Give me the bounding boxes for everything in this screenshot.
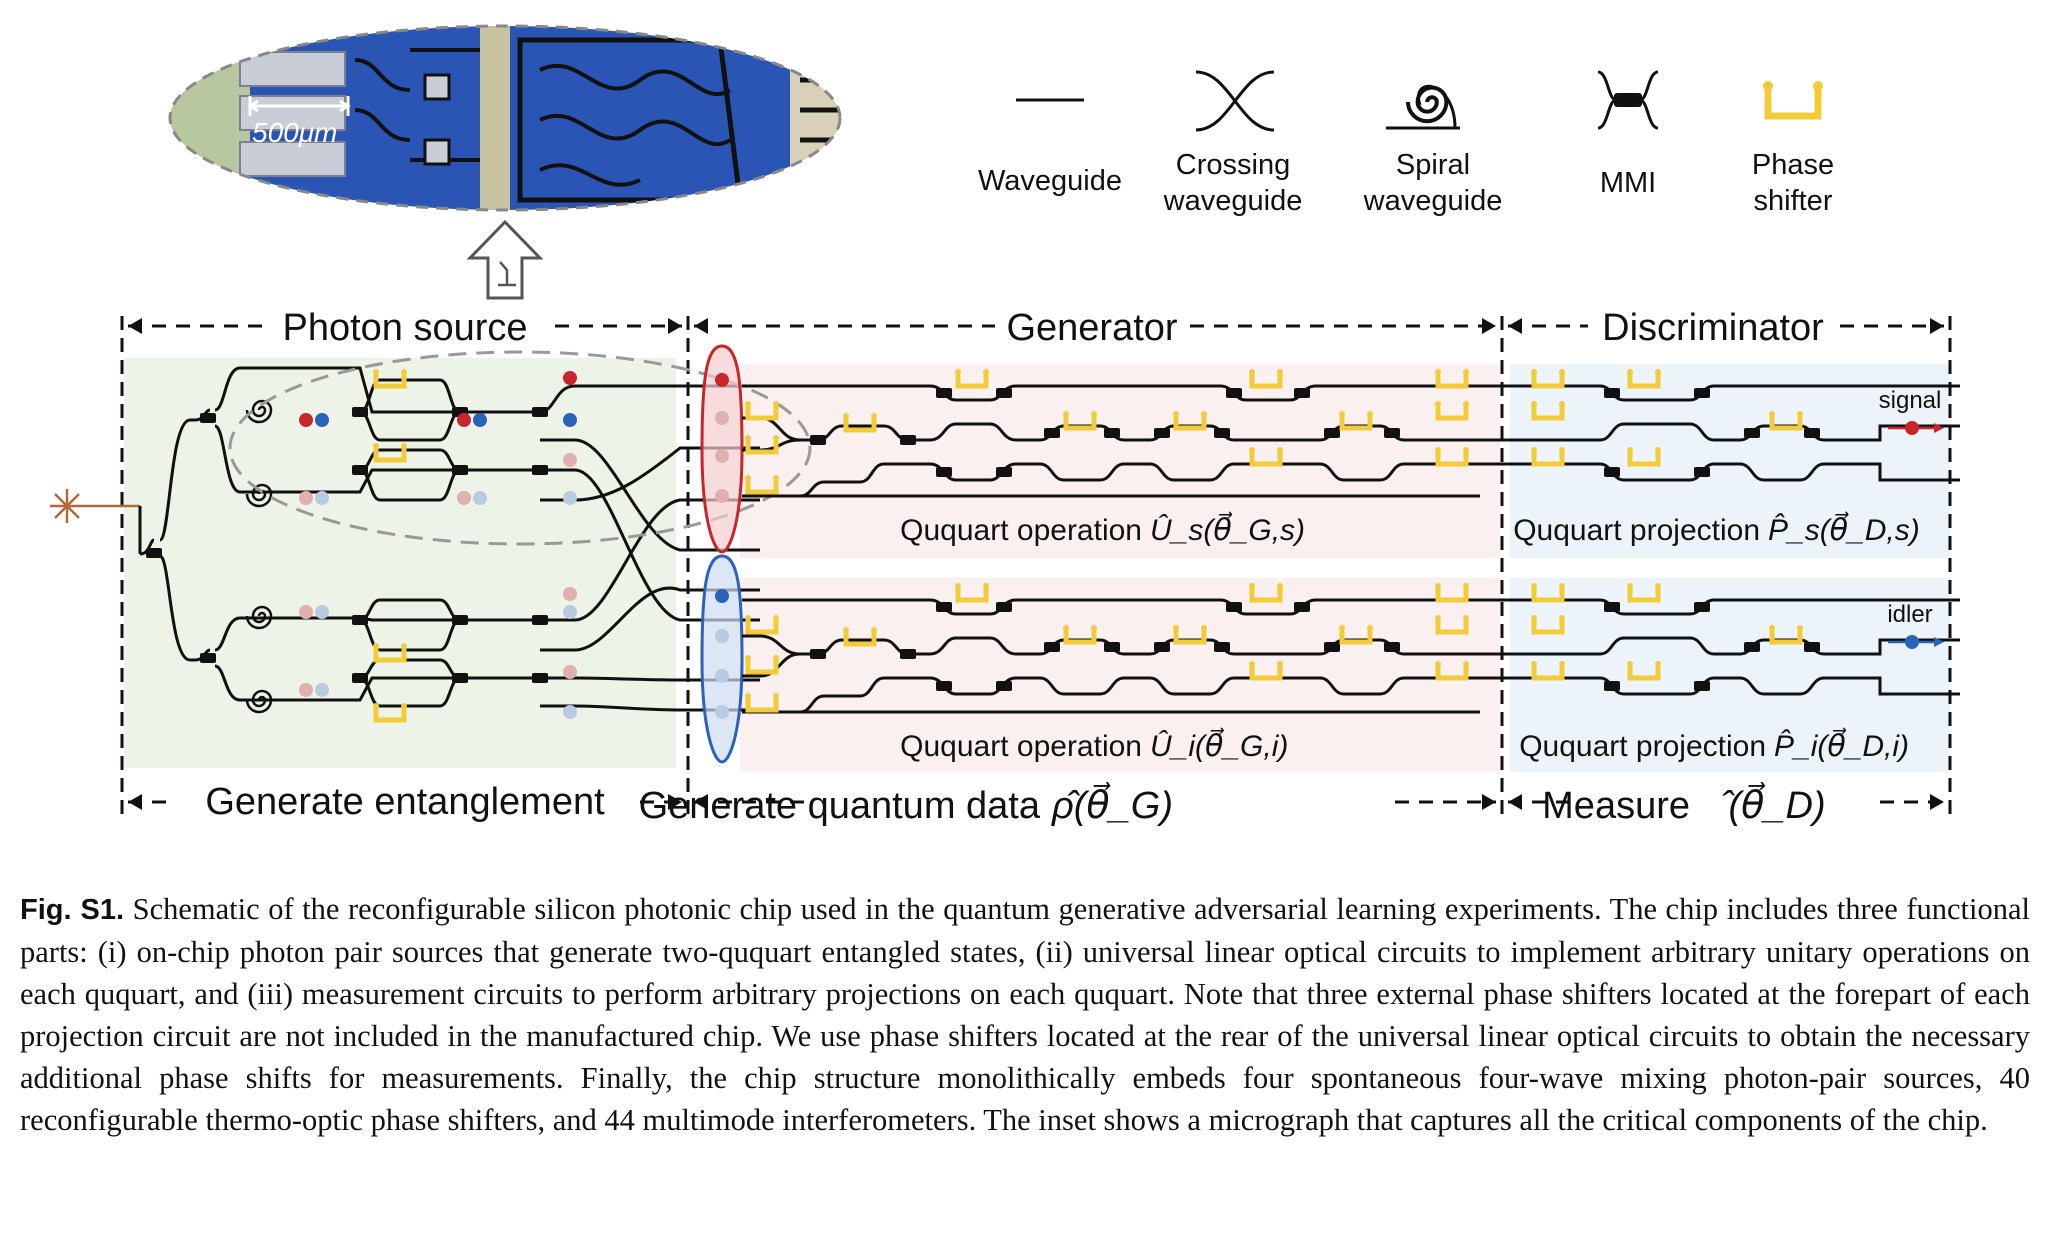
legend-crossing-1: Crossing [1176, 149, 1290, 181]
idler-photon-group [700, 554, 744, 764]
legend-phase-1: Phase [1752, 149, 1834, 181]
idler-operation-label: Ququart operation [900, 730, 1142, 763]
microscope-arrow-icon [466, 219, 544, 300]
label-measure-math: 𝓜̂(θ⃗_D) [1700, 782, 1826, 827]
signal-operation-math: Û_s(θ⃗_G,s) [1150, 512, 1305, 547]
crossing-waveguide-icon [1195, 70, 1275, 132]
signal-operation-label: Ququart operation [900, 514, 1142, 547]
caption-text: Schematic of the reconfigurable silicon … [20, 892, 2030, 1137]
figure-caption: Fig. S1. Schematic of the reconfigurable… [20, 888, 2030, 1141]
discriminator-signal-region [1510, 364, 1950, 558]
photon-source-circuit [50, 350, 812, 720]
section-generator: Generator [1006, 307, 1177, 349]
signal-projection-math: P̂_s(θ⃗_D,s) [1768, 512, 1920, 547]
generator-idler-region [740, 578, 1500, 772]
legend-waveguide: Waveguide [978, 165, 1122, 197]
idler-projection-label: Ququart projection [1519, 730, 1766, 763]
pump-laser-icon [50, 489, 140, 523]
mmi-icon [1597, 70, 1659, 130]
legend-spiral-2: waveguide [1363, 185, 1503, 217]
section-photon-source: Photon source [282, 307, 527, 349]
phase-shifter-icon [1763, 81, 1823, 120]
label-rho-math: ρ̂(θ⃗_G) [1051, 782, 1173, 827]
signal-photon-group [700, 344, 744, 554]
label-generate-entanglement: Generate entanglement [205, 781, 605, 823]
label-generate-quantum-data: Generate quantum data [639, 785, 1041, 827]
label-measure: Measure [1542, 785, 1690, 827]
legend-phase-2: shifter [1754, 185, 1833, 217]
generator-signal-region [740, 364, 1500, 558]
legend: Waveguide Crossing waveguide Spiral wave… [978, 70, 1834, 217]
legend-spiral-1: Spiral [1396, 149, 1470, 181]
scale-bar-label: 500μm [252, 117, 337, 148]
caption-label: Fig. S1. [20, 894, 125, 926]
discriminator-idler-region [1510, 578, 1950, 772]
photon-dots [299, 371, 577, 719]
signal-output-arrow [1888, 421, 1944, 435]
micrograph-inset: 500μm [168, 24, 842, 212]
chip-schematic-figure: 500μm Waveguide Crossing waveguide Spira… [50, 24, 1960, 827]
idler-port-label: idler [1887, 601, 1932, 628]
idler-output-arrow [1888, 635, 1944, 649]
signal-port-label: signal [1879, 387, 1942, 414]
section-discriminator: Discriminator [1602, 307, 1824, 349]
legend-mmi: MMI [1600, 167, 1656, 199]
idler-projection-math: P̂_i(θ⃗_D,i) [1774, 728, 1909, 763]
signal-projection-label: Ququart projection [1513, 514, 1760, 547]
section-dividers [120, 316, 1952, 815]
idler-operation-math: Û_i(θ⃗_G,i) [1150, 728, 1288, 763]
legend-crossing-2: waveguide [1163, 185, 1303, 217]
spiral-waveguide-icon [1386, 84, 1460, 130]
